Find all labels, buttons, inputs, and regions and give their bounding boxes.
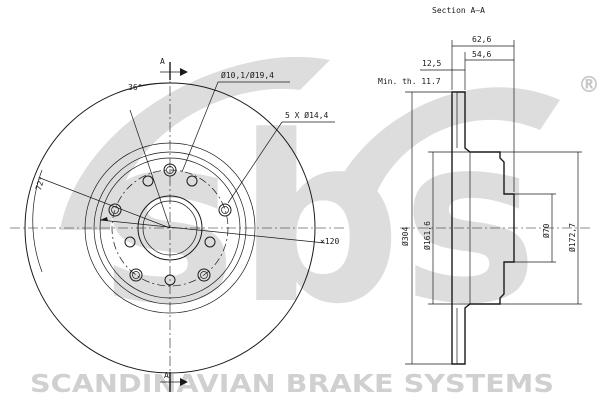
angle-ref-line-36: [129, 109, 171, 229]
bolt-hole: [197, 268, 211, 282]
dim-thickness: 12,5: [422, 59, 441, 68]
locating-hole: [164, 274, 176, 286]
sbs-logo-swoosh: [60, 56, 330, 230]
locating-hole: [204, 236, 216, 248]
angle-arc-36: [137, 82, 171, 87]
registered-mark: ®: [578, 73, 600, 98]
bolt-hole-inner: [132, 271, 140, 279]
section-profile-top: [451, 91, 515, 365]
bolt-hole-group: [108, 163, 232, 286]
bolt-hole-inner: [166, 166, 174, 174]
sbs-logo-swoosh-2: [330, 87, 560, 210]
locating-hole: [142, 175, 154, 187]
disc-friction-inner-circle: [84, 142, 256, 314]
pcd-circle: [111, 169, 229, 287]
center-bore-chamfer: [142, 200, 198, 256]
leader-bolt-holes: [227, 121, 283, 204]
section-view: Section A–A 62,6 54,6 12,5 Min. th. 11.7…: [378, 6, 590, 365]
bolt-hole: [108, 203, 122, 217]
locating-hole: [124, 236, 136, 248]
section-title: Section A–A: [432, 6, 485, 15]
section-mark-top: A: [160, 57, 165, 66]
label-pcd: ×120: [320, 237, 339, 246]
bolt-hole-inner: [221, 206, 229, 214]
dim-width-total: 62,6: [472, 35, 491, 44]
section-arrowhead-top: [180, 68, 188, 76]
hat-step-circle: [99, 157, 241, 299]
label-center-hole: Ø10,1/Ø19,4: [221, 70, 274, 80]
dim-dia-hat-inner: Ø161,6: [422, 221, 432, 250]
leader-center-hole: [181, 81, 219, 173]
front-view: A A: [10, 57, 345, 392]
bolt-hole-inner: [200, 271, 208, 279]
angle-ref-line-72: [39, 177, 171, 229]
center-bore-circle: [137, 195, 203, 261]
dim-dia-center: Ø70: [541, 223, 551, 238]
section-arrowhead-bottom: [180, 378, 188, 386]
dim-width-hat: 54,6: [472, 50, 491, 59]
label-bolt-holes: 5 X Ø14,4: [285, 110, 329, 120]
angle-label-36: 36°: [128, 83, 142, 92]
bolt-hole: [163, 163, 177, 177]
sbs-logo-text: sbs: [100, 88, 538, 355]
locating-hole: [186, 175, 198, 187]
sbs-watermark: sbs: [60, 56, 560, 355]
leader-pcd-arrow: [100, 217, 108, 221]
dim-dia-hat-outer: Ø172,7: [567, 223, 577, 252]
bolt-hole: [218, 203, 232, 217]
bolt-hole: [129, 268, 143, 282]
brand-name-text: SCANDINAVIAN BRAKE SYSTEMS: [30, 369, 554, 398]
leader-pcd: [99, 219, 326, 244]
angle-arc-72: [32, 169, 43, 273]
section-mark-bottom: A: [164, 371, 169, 380]
dim-dia-outer: Ø304: [400, 227, 410, 246]
angle-label-72: 72°: [34, 175, 47, 192]
hat-outer-circle: [93, 151, 247, 305]
dim-min-thickness: Min. th. 11.7: [378, 77, 441, 86]
